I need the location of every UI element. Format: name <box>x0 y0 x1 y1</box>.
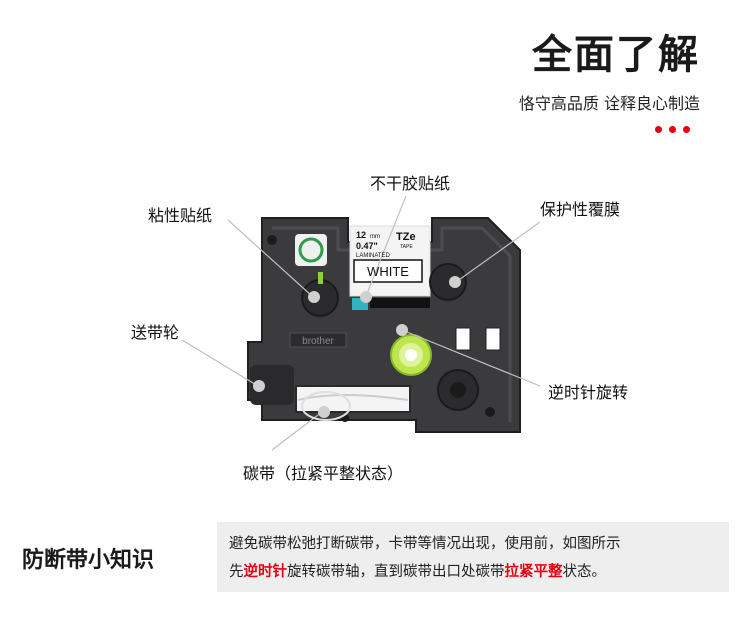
small-hole <box>267 235 277 245</box>
leader-film <box>455 221 541 283</box>
tape-cassette-figure: 12 mm 0.47" LAMINATED TZe TAPE WHITE bro… <box>0 150 750 500</box>
label-adhesive: 粘性贴纸 <box>148 206 213 225</box>
tape-word: TAPE <box>400 244 413 250</box>
tip-text-b: 旋转碳带轴，直到碳带出口处碳带 <box>287 564 505 580</box>
label-feed-wheel: 送带轮 <box>131 323 180 342</box>
label-protective-film: 保护性覆膜 <box>540 200 621 219</box>
tip-text-c: 状态。 <box>562 564 607 580</box>
tape-size-mm: 12 <box>356 230 366 240</box>
dot-1 <box>655 126 662 133</box>
tip-highlight-tight: 拉紧平整 <box>504 564 563 580</box>
cassette-diagram: 12 mm 0.47" LAMINATED TZe TAPE WHITE bro… <box>181 195 541 451</box>
dot-feed <box>253 380 265 392</box>
brand-text: brother <box>302 336 334 347</box>
tape-size-inch: 0.47" <box>356 241 378 251</box>
label-non-adhesive: 不干胶贴纸 <box>370 174 451 193</box>
leader-ccw <box>401 329 541 387</box>
tip-line-2: 先逆时针旋转碳带轴，直到碳带出口处碳带拉紧平整状态。 <box>229 560 606 581</box>
dot-ribbon <box>318 406 330 418</box>
tape-color-text: WHITE <box>367 264 409 279</box>
protective-film-reel <box>429 263 467 301</box>
tip-section: 防断带小知识 避免碳带松弛打断碳带，卡带等情况出现，使用前，如图所示 先逆时针旋… <box>0 522 750 602</box>
dot-adhesive <box>308 291 320 303</box>
green-marker <box>318 272 323 284</box>
adhesive-reel <box>301 279 339 317</box>
tip-highlight-ccw: 逆时针 <box>243 564 288 580</box>
tz-logo: TZe <box>396 231 416 243</box>
tape-size-mm-unit: mm <box>370 234 380 240</box>
feed-slot <box>250 365 294 405</box>
leader-feed <box>181 339 259 387</box>
dot-film <box>449 276 461 288</box>
tip-line-1: 避免碳带松弛打断碳带，卡带等情况出现，使用前，如图所示 <box>229 536 621 552</box>
leader-adhesive <box>227 219 313 297</box>
screw-hole-2 <box>485 407 495 417</box>
brand-plate <box>289 332 347 348</box>
tape-channel <box>370 298 430 308</box>
page-title: 全面了解 <box>532 32 700 78</box>
white-tape-window <box>353 259 423 283</box>
label-ribbon: 碳带（拉紧平整状态） <box>243 464 404 483</box>
tip-box: 避免碳带松弛打断碳带，卡带等情况出现，使用前，如图所示 先逆时针旋转碳带轴，直到… <box>217 522 729 592</box>
tape-type: LAMINATED <box>356 253 391 259</box>
window-right <box>485 327 501 351</box>
window-left <box>455 327 471 351</box>
label-counterclockwise: 逆时针旋转 <box>548 383 629 402</box>
tip-title: 防断带小知识 <box>22 548 155 573</box>
dot-2 <box>669 126 676 133</box>
page-subtitle: 恪守高品质 诠释良心制造 <box>518 94 700 113</box>
decorative-dots <box>655 126 690 133</box>
leader-nonadhesive <box>365 195 407 297</box>
ribbon-spool-center <box>405 349 417 361</box>
dot-nonadhesive <box>360 291 372 303</box>
recycle-icon <box>298 237 324 263</box>
ribbon-exit <box>295 385 411 413</box>
take-up-reel-hub <box>450 382 466 398</box>
cassette-inner-ridge <box>272 226 512 422</box>
ribbon-highlight <box>301 391 351 421</box>
dot-3 <box>683 126 690 133</box>
dot-ccw <box>396 324 408 336</box>
tip-text-a: 先 <box>229 564 244 580</box>
